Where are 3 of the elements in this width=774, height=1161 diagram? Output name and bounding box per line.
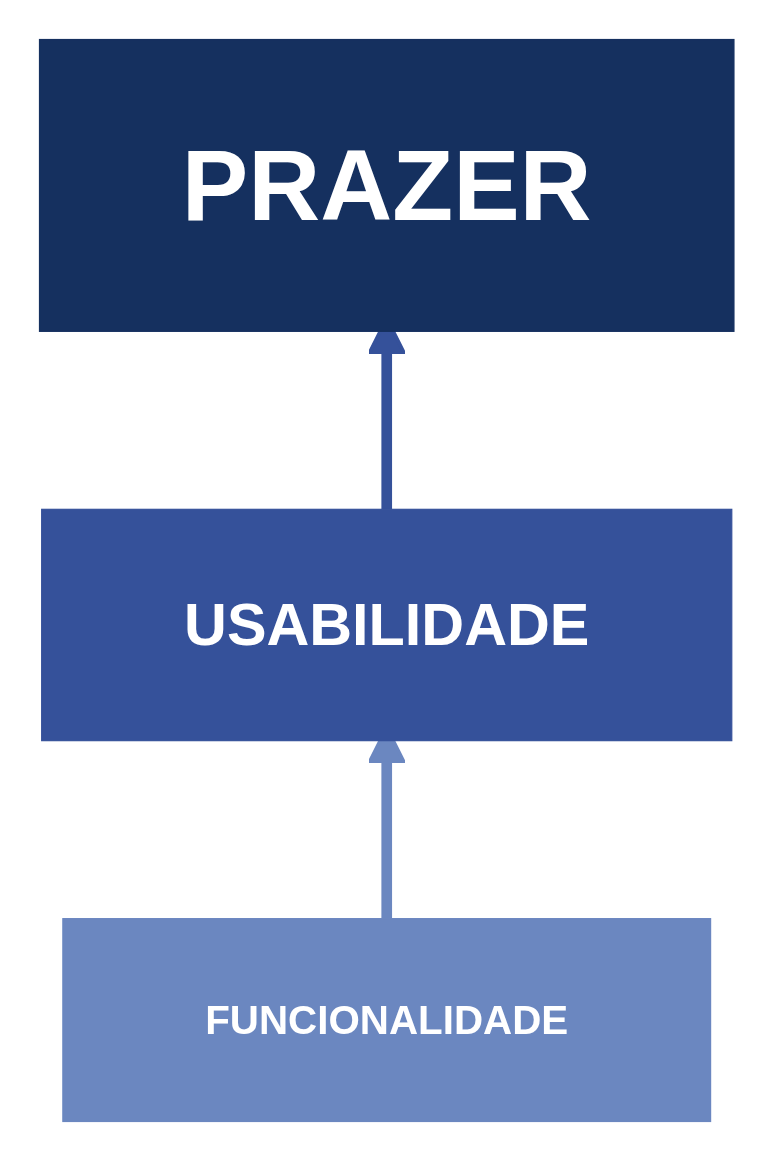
- node-box: PRAZER: [39, 38, 735, 332]
- node-box: USABILIDADE: [41, 508, 733, 742]
- node-box: FUNCIONALIDADE: [62, 918, 712, 1123]
